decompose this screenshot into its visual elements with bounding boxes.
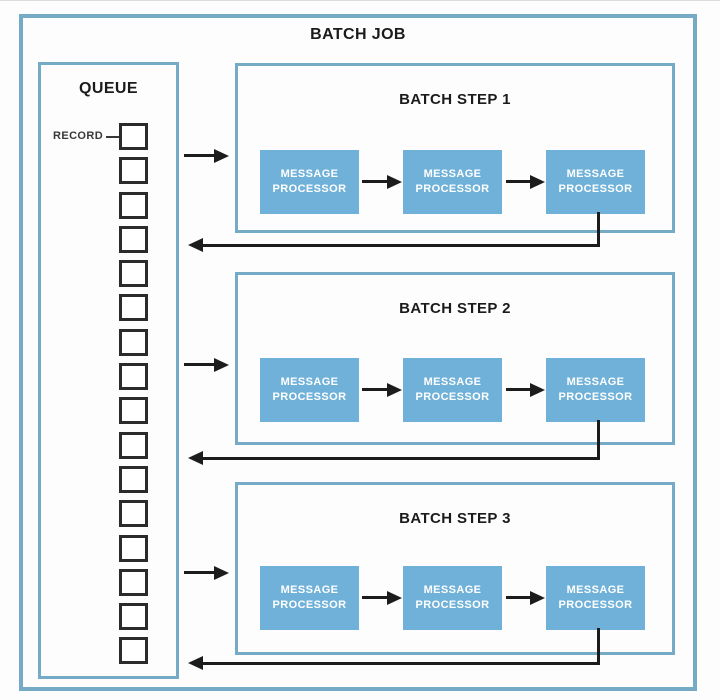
queue-container [38, 62, 179, 679]
record-square [119, 465, 148, 493]
queue-to-step-1-arrow [184, 154, 215, 157]
arrow-right-icon [530, 383, 545, 397]
message-processor: MESSAGE PROCESSOR [546, 566, 645, 630]
processor-flow-arrow [362, 388, 388, 391]
arrow-right-icon [214, 149, 229, 163]
record-square-first [119, 123, 148, 150]
record-square [119, 191, 148, 219]
record-square [119, 603, 148, 631]
record-square [119, 500, 148, 528]
message-processor: MESSAGE PROCESSOR [546, 358, 645, 422]
arrow-right-icon [387, 383, 402, 397]
record-square [119, 225, 148, 253]
arrow-left-icon [188, 238, 203, 252]
top-hairline [0, 0, 720, 1]
arrow-right-icon [530, 175, 545, 189]
arrow-right-icon [387, 591, 402, 605]
processor-flow-arrow [506, 596, 532, 599]
return-arrow-step-3 [202, 662, 600, 665]
return-arrow-step-1 [202, 244, 600, 247]
return-arrow-step-2 [202, 457, 600, 460]
arrow-left-icon [188, 656, 203, 670]
processor-flow-arrow [362, 596, 388, 599]
queue-to-step-2-arrow [184, 363, 215, 366]
queue-to-step-3-arrow [184, 571, 215, 574]
record-square [119, 328, 148, 356]
record-square [119, 397, 148, 425]
processor-flow-arrow [362, 180, 388, 183]
record-square [119, 363, 148, 391]
record-square [119, 431, 148, 459]
record-square [119, 534, 148, 562]
batch-job-container [19, 14, 697, 691]
record-square [119, 568, 148, 596]
arrow-right-icon [387, 175, 402, 189]
message-processor: MESSAGE PROCESSOR [260, 150, 359, 214]
message-processor: MESSAGE PROCESSOR [260, 358, 359, 422]
message-processor: MESSAGE PROCESSOR [260, 566, 359, 630]
return-arrow-step-1-vertical [597, 212, 600, 247]
message-processor: MESSAGE PROCESSOR [403, 150, 502, 214]
queue-slots [119, 123, 148, 665]
arrow-left-icon [188, 451, 203, 465]
message-processor: MESSAGE PROCESSOR [403, 358, 502, 422]
processor-flow-arrow [506, 388, 532, 391]
arrow-right-icon [214, 358, 229, 372]
batch-step-2-title: BATCH STEP 2 [399, 300, 511, 317]
message-processor: MESSAGE PROCESSOR [403, 566, 502, 630]
return-arrow-step-2-vertical [597, 420, 600, 460]
record-square [119, 294, 148, 322]
record-square [119, 157, 148, 185]
record-pointer-line [106, 136, 119, 138]
batch-step-1-title: BATCH STEP 1 [399, 91, 511, 108]
record-square [119, 637, 148, 665]
message-processor: MESSAGE PROCESSOR [546, 150, 645, 214]
arrow-right-icon [214, 566, 229, 580]
arrow-right-icon [530, 591, 545, 605]
batch-step-3-title: BATCH STEP 3 [399, 510, 511, 527]
return-arrow-step-3-vertical [597, 628, 600, 665]
batch-job-title: BATCH JOB [310, 26, 406, 43]
record-square [119, 260, 148, 288]
queue-title: QUEUE [79, 80, 138, 97]
record-label: RECORD [53, 130, 104, 142]
processor-flow-arrow [506, 180, 532, 183]
